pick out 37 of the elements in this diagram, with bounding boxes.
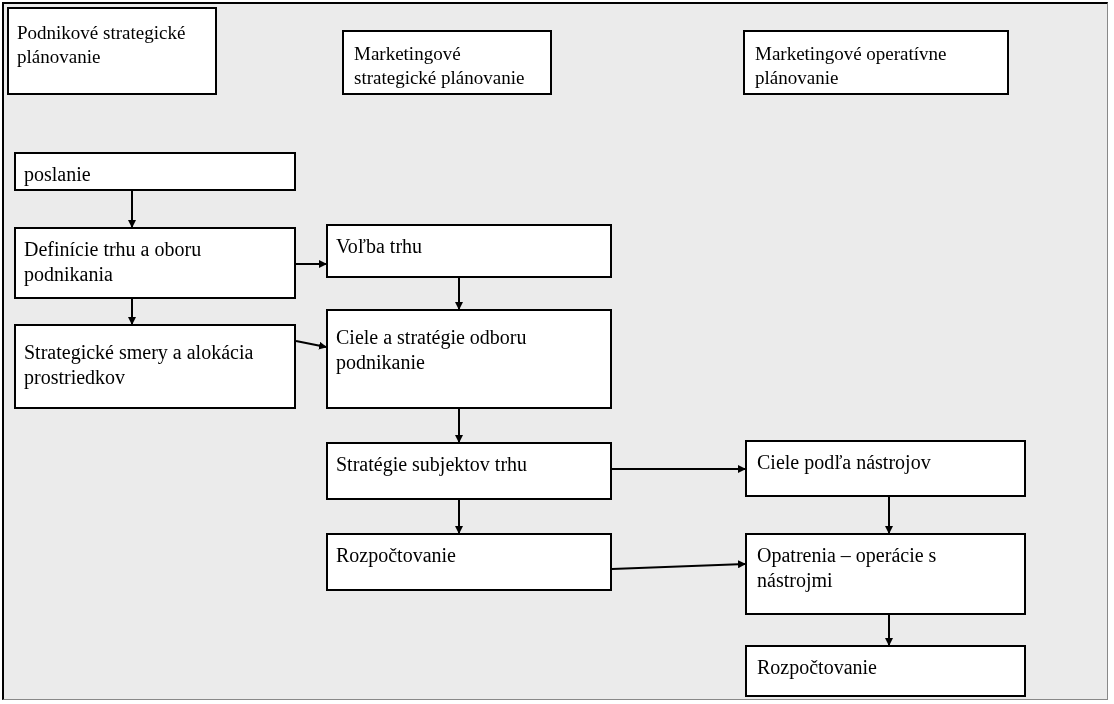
arrow (295, 260, 327, 268)
process-box (326, 309, 612, 409)
box-label: Rozpočtovanie (336, 543, 457, 568)
arrow (455, 499, 463, 534)
box-label: Rozpočtovanie (757, 655, 878, 680)
process-box (326, 224, 612, 278)
process-box (7, 7, 217, 95)
arrow (455, 408, 463, 443)
process-box (743, 30, 1009, 95)
box-label: Voľba trhu (336, 234, 424, 259)
box-label: Marketingové operatívne plánovanie (755, 42, 948, 90)
box-label: Podnikové strategické plánovanie (17, 21, 187, 69)
process-box (745, 440, 1026, 497)
arrow (128, 298, 136, 325)
arrow (611, 465, 746, 473)
arrow (611, 560, 746, 570)
arrow (128, 190, 136, 228)
process-box (14, 227, 296, 299)
box-label: Ciele podľa nástrojov (757, 450, 932, 475)
box-label: Stratégie subjektov trhu (336, 452, 529, 477)
arrow (885, 614, 893, 646)
arrow (295, 340, 327, 350)
box-label: Opatrenia – operácie s nástrojmi (757, 543, 938, 593)
process-box (14, 152, 296, 191)
arrow (885, 496, 893, 534)
arrow (455, 277, 463, 310)
box-label: Marketingové strategické plánovanie (354, 42, 526, 90)
process-box (745, 533, 1026, 615)
process-box (342, 30, 552, 95)
process-box (745, 645, 1026, 697)
box-label: poslanie (24, 162, 92, 187)
box-label: Definície trhu a oboru podnikania (24, 237, 203, 287)
box-label: Strategické smery a alokácia prostriedkov (24, 340, 255, 390)
process-box (326, 442, 612, 500)
box-label: Ciele a stratégie odboru podnikanie (336, 325, 528, 375)
process-box (326, 533, 612, 591)
process-box (14, 324, 296, 409)
